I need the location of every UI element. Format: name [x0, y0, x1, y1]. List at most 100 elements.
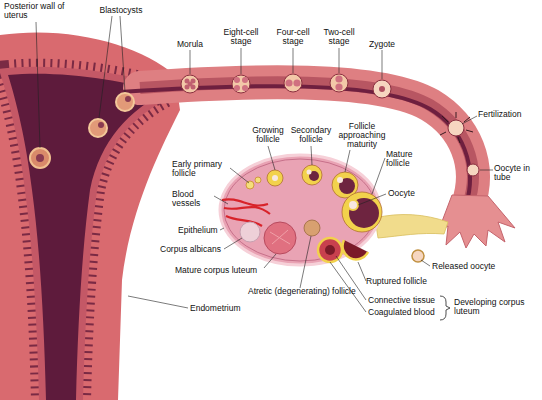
embryo-stages-shape	[232, 75, 250, 93]
ovary-shape	[240, 222, 260, 242]
uterus-shape	[8, 74, 165, 400]
ovary-shape	[343, 240, 368, 259]
embryo-stages-shape	[335, 75, 342, 82]
ovary-shape	[348, 200, 358, 210]
part-label: Released oocyte	[432, 262, 502, 271]
leader-lines-shape	[268, 146, 275, 170]
part-label: Blood vessels	[172, 190, 217, 208]
embryo-stages-shape	[30, 148, 50, 168]
embryo-stages-shape	[373, 80, 391, 98]
leader-lines-shape	[214, 196, 228, 204]
uterine-tube-shape	[438, 195, 515, 248]
embryo-stages-shape	[467, 164, 479, 176]
part-label: Morula	[170, 40, 210, 49]
ovary-shape	[337, 177, 343, 183]
part-label: Posterior wall of uterus	[4, 2, 66, 20]
embryo-stages-shape	[335, 83, 342, 90]
ovary-shape	[224, 159, 376, 261]
part-label: Mature corpus luteum	[175, 266, 270, 275]
ovary-shape	[222, 199, 270, 226]
part-label: Zygote	[362, 40, 402, 49]
leader-lines-shape	[220, 228, 224, 230]
part-label: Blastocysts	[92, 6, 150, 15]
ovary-shape	[220, 155, 380, 265]
leader-lines-shape	[293, 48, 294, 73]
embryo-stages-shape	[293, 79, 300, 86]
part-label: Mature follicle	[386, 150, 436, 168]
leader-lines-shape	[339, 48, 340, 73]
ovary-shape	[255, 177, 261, 183]
ovarian-ligament	[375, 215, 448, 238]
part-label: Epithelium	[178, 226, 228, 235]
leader-lines-shape	[421, 260, 430, 266]
part-label: Follicle approaching maturity	[333, 122, 391, 150]
part-label: Eight-cell stage	[220, 28, 262, 46]
ovary	[220, 155, 382, 265]
uterus-shape	[8, 74, 165, 400]
part-label: Fertilization	[478, 110, 540, 119]
leader-lines-shape	[311, 146, 312, 165]
ovary-shape	[267, 170, 283, 186]
leader-lines-shape	[230, 168, 249, 183]
embryo-stages-shape	[36, 154, 44, 162]
ovary-shape	[246, 181, 254, 189]
embryo-stages-shape	[330, 74, 348, 92]
embryo-stages-shape	[448, 120, 464, 136]
part-label: Connective tissue	[368, 296, 443, 305]
leader-lines-shape	[358, 262, 366, 281]
leader-lines-shape	[99, 16, 125, 118]
leader-lines-shape	[372, 158, 385, 194]
embryo-stages-shape	[116, 93, 134, 111]
ovary-shape	[270, 230, 290, 244]
part-label: Coagulated blood	[368, 308, 443, 317]
leader-lines-shape	[382, 50, 383, 79]
part-label: Secondary follicle	[290, 126, 332, 144]
leader-lines-shape	[480, 170, 493, 171]
part-label: Oocyte in tube	[494, 164, 540, 182]
uterus-shape	[8, 74, 165, 400]
embryo-stages-shape	[234, 77, 240, 83]
embryo-stages-shape	[125, 96, 131, 102]
embryo-stages-shape	[188, 82, 193, 87]
embryo-stages-shape	[181, 75, 199, 93]
embryo-stages-shape	[242, 85, 248, 91]
embryo-stages-shape	[89, 119, 107, 137]
embryo-stages-shape	[440, 112, 473, 143]
part-label: Endometrium	[190, 304, 250, 313]
part-label: Early primary follicle	[172, 160, 232, 178]
part-label: Oocyte	[388, 189, 428, 198]
embryo-stages-shape	[234, 85, 240, 91]
ovary-shape	[272, 175, 278, 181]
leader-lines-shape	[241, 48, 242, 74]
leader-lines-shape	[128, 296, 188, 308]
part-label: Four-cell stage	[272, 28, 314, 46]
embryo-stages-shape	[285, 79, 292, 86]
embryo-stages-shape	[242, 77, 248, 83]
ovary-shape	[304, 220, 320, 236]
leader-lines-shape	[300, 236, 311, 288]
leader-lines-shape	[345, 150, 350, 172]
part-label: Ruptured follicle	[366, 277, 436, 286]
leader-lines-shape	[36, 22, 40, 148]
ovary-shape	[318, 238, 342, 262]
embryo-stages-shape	[379, 86, 385, 92]
ovarian-ligament-shape	[375, 215, 448, 238]
part-label: Corpus albicans	[160, 245, 226, 254]
leader-lines	[36, 16, 493, 312]
part-label: Growing follicle	[248, 126, 288, 144]
leader-lines-shape	[358, 194, 386, 205]
ovary-shape	[264, 222, 296, 254]
leader-lines-shape	[462, 116, 477, 124]
part-label: Atretic (degenerating) follicle	[248, 287, 358, 296]
part-label: Two-cell stage	[318, 28, 360, 46]
ovary-shape	[302, 165, 322, 185]
embryo-stages-shape	[284, 74, 302, 92]
part-label: Developing corpus luteum	[454, 298, 534, 316]
ovary-shape	[307, 170, 312, 175]
embryo-stages-shape	[412, 250, 424, 262]
leader-lines-shape	[224, 238, 242, 249]
bracket-shape	[440, 296, 450, 320]
leader-lines-shape	[190, 50, 191, 74]
